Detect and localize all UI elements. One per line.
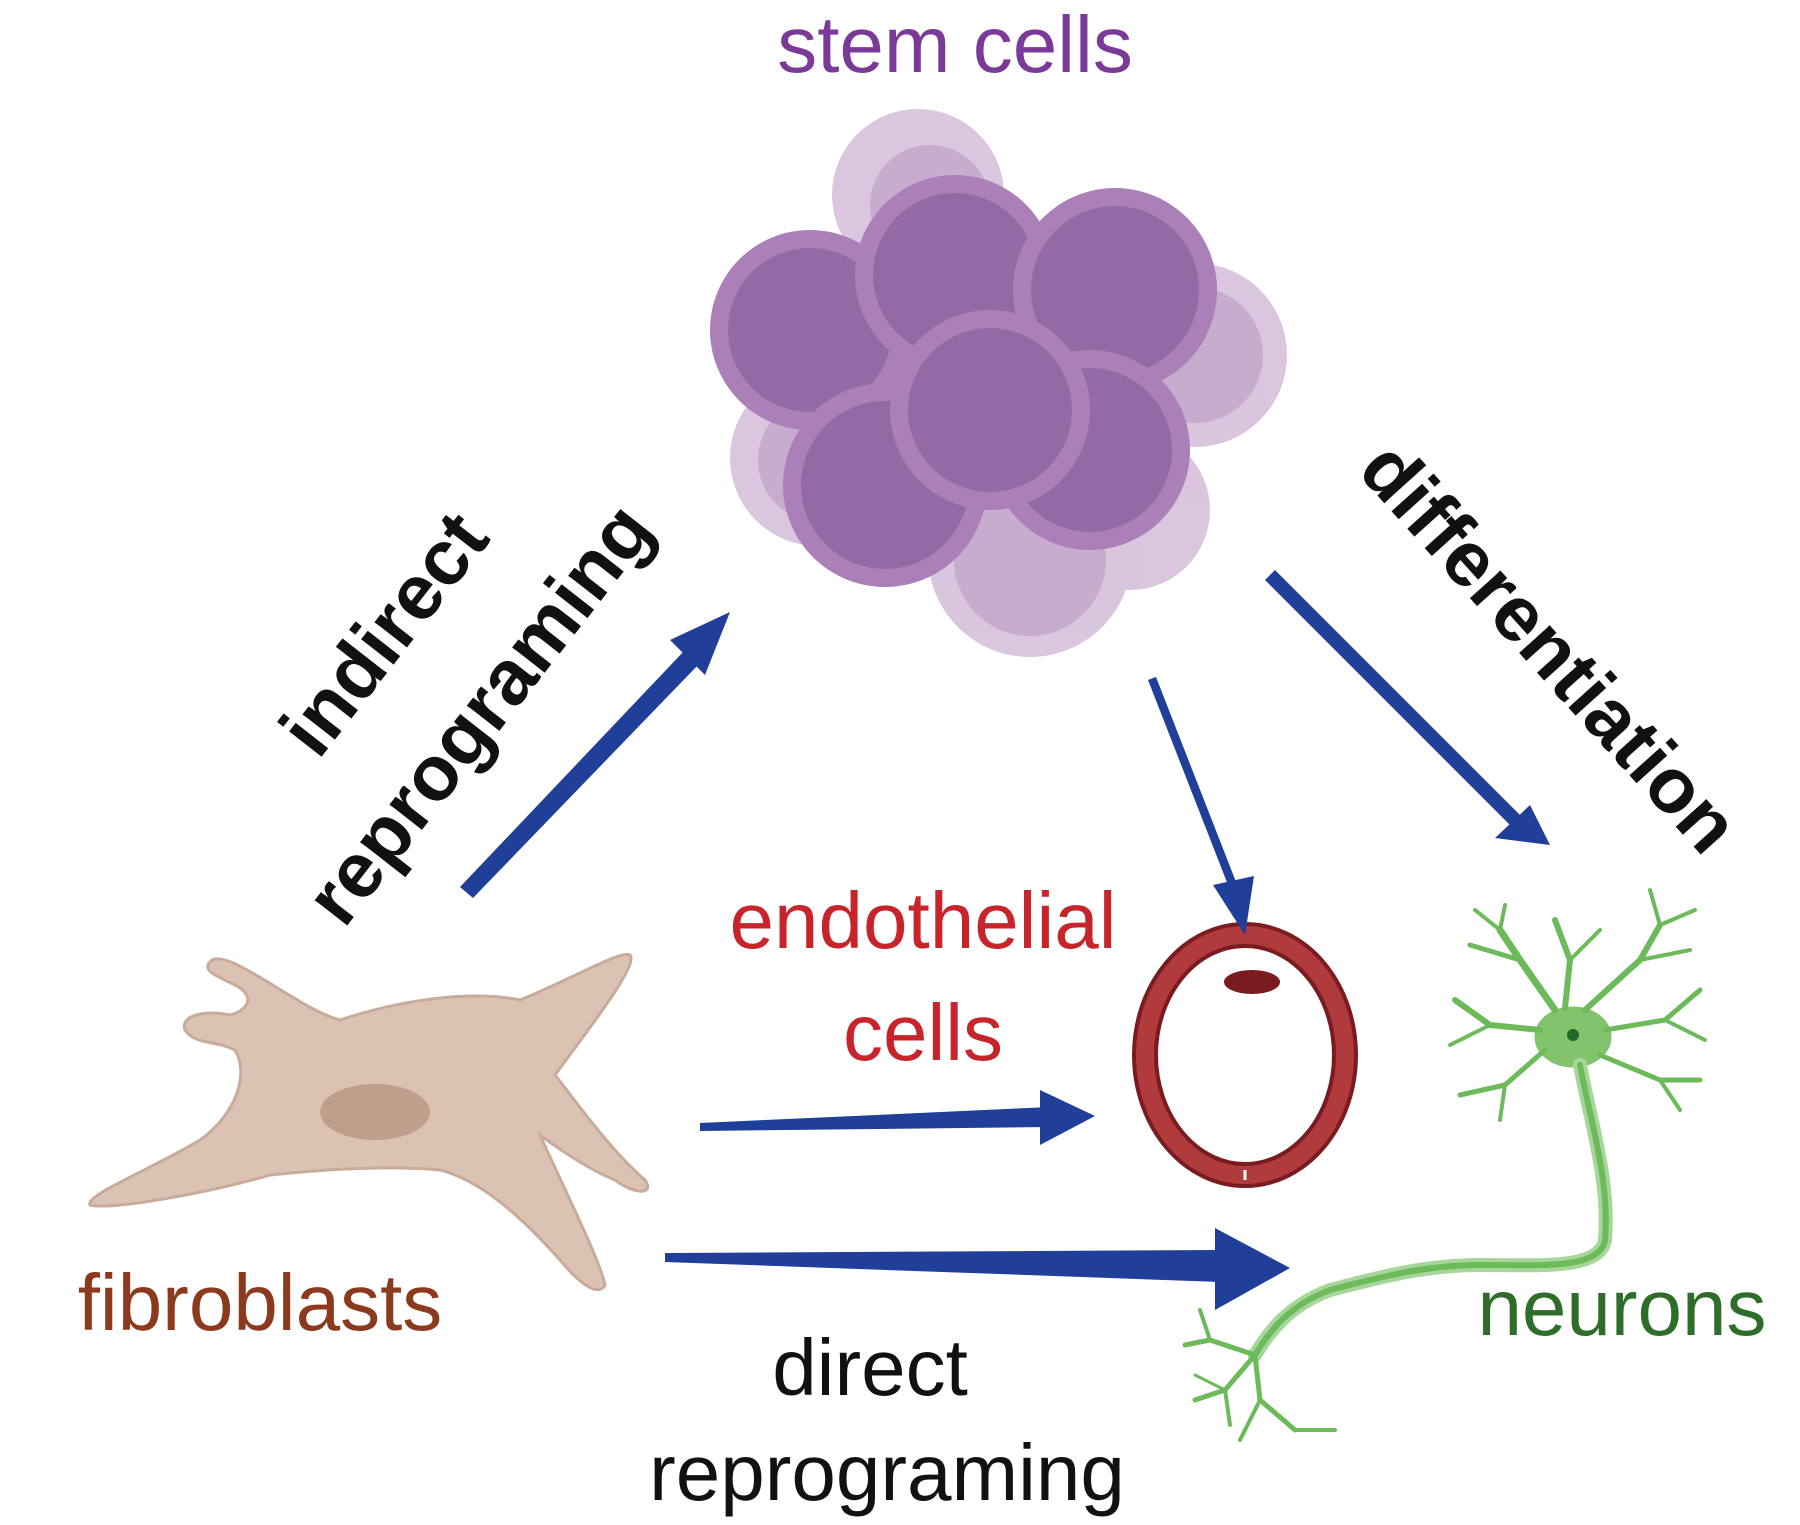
endothelial-cell-icon (1132, 922, 1358, 1188)
arrow-direct-reprogramming (665, 1228, 1290, 1310)
endothelial-cells-label: cells (843, 988, 1003, 1077)
stem-cell-cluster-icon (710, 109, 1287, 657)
neurons-label: neurons (1477, 1263, 1766, 1352)
endothelial-label: endothelial (730, 876, 1117, 965)
direct-reprogramming-label: reprograming (649, 1428, 1125, 1517)
fibroblast-cell-icon (88, 952, 649, 1292)
arrow-fibroblast-to-endothelial (700, 1090, 1095, 1145)
stem-cells-label: stem cells (777, 0, 1133, 89)
fibroblasts-label: fibroblasts (78, 1258, 443, 1347)
differentiation-label: differentiation (1343, 424, 1756, 869)
arrow-differentiation (1265, 570, 1550, 845)
arrow-stem-to-endothelial (1148, 677, 1254, 935)
neuron-icon (1182, 888, 1707, 1442)
direct-label: direct (772, 1323, 968, 1412)
arrow-indirect-reprogramming (460, 612, 730, 898)
